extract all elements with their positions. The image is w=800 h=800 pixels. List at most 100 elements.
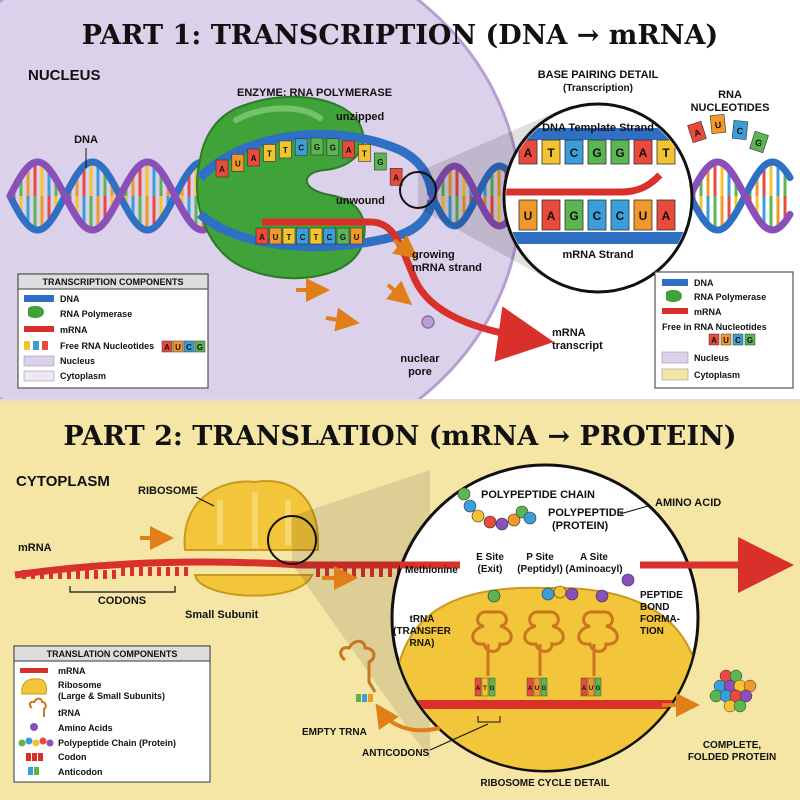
pair-base-letter: C [616, 209, 625, 223]
zoom-lens [399, 171, 437, 209]
legend-letter: A [164, 343, 170, 352]
legend-letter: U [175, 343, 181, 352]
legend-polypeptide: Polypeptide Chain (Protein) [58, 738, 176, 748]
empty-trna-label: EMPTY TRNA [302, 727, 367, 738]
translation-mrna [14, 558, 560, 579]
legend-mrna: mRNA [58, 666, 86, 676]
base-pairing-subtitle: (Transcription) [563, 83, 633, 94]
mrna-strand-label: mRNA Strand [562, 249, 633, 261]
legend-letter-box [183, 340, 195, 353]
template-strand-backbone [506, 128, 690, 140]
amino-acid-label: AMINO ACID [655, 497, 721, 509]
trna-label-3: RNA) [410, 638, 435, 649]
bottom-base [255, 227, 269, 245]
codon-tooth [40, 570, 44, 579]
a-site-label-2: (Aminoacyl) [565, 564, 622, 575]
bottom-base-letter: G [340, 233, 346, 242]
mrna-strand [262, 218, 554, 362]
loose-nucleotide-letter: A [693, 127, 703, 139]
mrna-transcript-label-1: mRNA [552, 327, 586, 339]
codon-tooth [67, 570, 71, 579]
complete-label-2: FOLDED PROTEIN [688, 752, 776, 763]
bottom-base [309, 227, 323, 245]
legend-item-dna: DNA [60, 294, 80, 304]
codon-tooth [175, 567, 179, 576]
right-legend-cytoplasm: Cytoplasm [694, 370, 740, 380]
anticodon-base [533, 677, 541, 697]
pair-base [633, 199, 653, 231]
codon-tooth [58, 570, 62, 579]
template-base-letter: G [592, 146, 601, 160]
anticodon-base [580, 677, 588, 697]
template-base-letter: A [524, 146, 533, 160]
dna-strand-1 [428, 162, 514, 230]
template-base [610, 139, 630, 165]
template-base-letter: T [662, 146, 670, 160]
trna-cloverleaf [577, 610, 619, 653]
codon-tooth [157, 567, 161, 576]
top-base-letter: A [346, 146, 352, 155]
exit-arrow [375, 703, 441, 733]
mrna-zoom-strand [506, 172, 663, 196]
right-legend-free-nuc: Free in RNA Nucleotides [662, 322, 767, 332]
loose-nucleotide: C [731, 119, 749, 141]
legend-amino-acids: Amino Acids [58, 723, 113, 733]
top-base-letter: G [377, 158, 383, 167]
top-base-letter: U [235, 159, 241, 168]
amino-acid-bead [523, 511, 537, 525]
legend-letter-box [172, 340, 184, 353]
anticodon-base [540, 677, 548, 697]
amino-acid [553, 585, 567, 599]
pair-base-letter: U [639, 209, 648, 223]
dna-label: DNA [74, 134, 98, 146]
amino-acid-bead [495, 517, 509, 531]
ribosome-label: RIBOSOME [138, 485, 198, 497]
loose-nucleotide-letter: U [714, 120, 722, 131]
bottom-base-letter: U [354, 233, 360, 242]
polypeptide-chain-label: POLYPEPTIDE CHAIN [481, 489, 595, 501]
amino-acid [621, 573, 635, 587]
base-pairing-title: BASE PAIRING DETAIL [538, 69, 659, 81]
e-site-label-1: E Site [476, 552, 504, 563]
right-legend-letter: G [747, 336, 753, 345]
bottom-base [323, 227, 336, 245]
legend-letter: C [186, 343, 192, 352]
anticodon-letter: G [596, 686, 601, 692]
codon-tooth [184, 567, 188, 576]
pair-base [564, 199, 584, 231]
bottom-base-letter: C [327, 233, 333, 242]
legend-item-polymerase: RNA Polymerase [60, 309, 132, 319]
pair-base [587, 199, 607, 231]
amino-acid [565, 587, 579, 601]
bottom-base [336, 227, 350, 245]
bottom-base [282, 227, 296, 245]
legend-letter: G [197, 343, 203, 352]
polypeptide-protein-label-2: (PROTEIN) [552, 520, 609, 532]
pair-base [656, 199, 676, 231]
nuclear-pore [421, 315, 435, 329]
ribosome-small-subunit [193, 574, 314, 597]
amino-acid-bead [507, 513, 521, 527]
template-base-letter: T [547, 146, 555, 160]
codon-tooth [76, 570, 80, 579]
anticodon-letter: A [476, 686, 481, 692]
codons-label: CODONS [98, 595, 146, 607]
top-base-letter: A [393, 173, 399, 182]
translation-zoom-connector [292, 470, 430, 760]
transcription-legend-title: TRANSCRIPTION COMPONENTS [42, 277, 183, 287]
legend-item-free-nucleotides: Free RNA Nucleotides [60, 341, 154, 351]
right-legend-nucleus: Nucleus [694, 353, 729, 363]
peptide-bond-label-3: FORMA- [640, 614, 680, 625]
codon-tooth [388, 568, 392, 577]
anticodon-letter: A [582, 686, 587, 692]
e-site-label-2: (Exit) [478, 564, 503, 575]
codon-tooth [103, 570, 107, 579]
template-base-letter: C [570, 146, 579, 160]
right-legend-dna: DNA [694, 278, 714, 288]
legend-item-mrna: mRNA [60, 325, 88, 335]
template-base [564, 139, 584, 165]
right-legend-letter-box [744, 333, 756, 346]
right-legend-letter-box [732, 333, 744, 346]
